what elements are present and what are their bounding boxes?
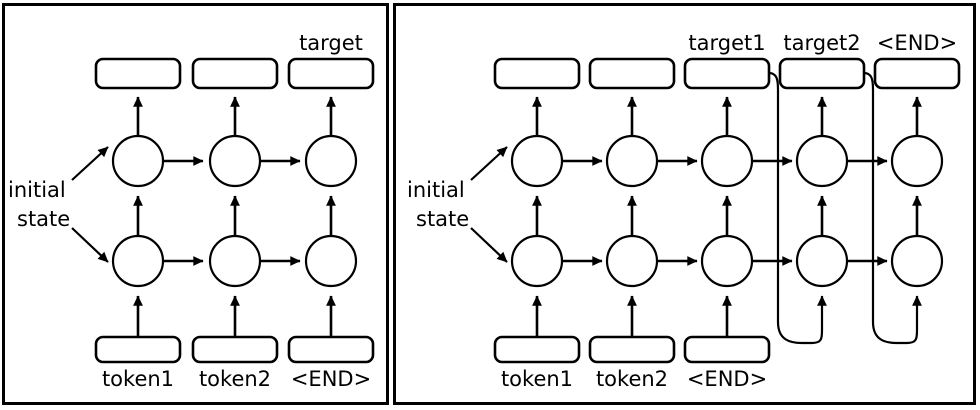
rnn-cell-bottom-left-0[interactable] [111,234,165,288]
output-box-right-0[interactable] [493,57,581,90]
rnn-cell-top-right-0[interactable] [510,134,564,188]
rnn-cell-top-left-0[interactable] [111,134,165,188]
output-box-right-3[interactable] [778,57,866,90]
output-label-right-4: <END> [877,31,957,55]
rnn-cell-bottom-right-0[interactable] [510,234,564,288]
input-box-left-0[interactable] [94,335,182,364]
input-box-right-1[interactable] [588,335,676,364]
output-label-right-2: target1 [688,31,765,55]
output-box-left-1[interactable] [191,57,279,90]
encoder-panel: target initial state [2,3,389,405]
initial-state-label-line2-right: state [416,207,469,231]
arrow-initial-state-bottom-right [470,227,508,263]
output-box-right-4[interactable] [873,57,961,90]
arrow-initial-state-bottom-left [71,227,109,263]
rnn-cell-bottom-right-3[interactable] [795,234,849,288]
initial-state-label-line2-left: state [17,207,70,231]
panel-border-left [2,3,389,405]
rnn-cell-top-right-2[interactable] [700,134,754,188]
input-box-left-2[interactable] [287,335,375,364]
output-box-left-0[interactable] [94,57,182,90]
rnn-cell-top-right-4[interactable] [890,134,944,188]
rnn-cell-bottom-right-4[interactable] [890,234,944,288]
rnn-cell-top-right-3[interactable] [795,134,849,188]
rnn-cell-bottom-right-2[interactable] [700,234,754,288]
input-label-right-1: token2 [596,367,668,391]
output-box-left-2[interactable] [287,57,375,90]
input-box-right-2[interactable] [683,335,771,364]
arrow-initial-state-top-right [470,146,508,181]
encoder-decoder-panel: target1 target2 <END> [393,3,976,405]
input-label-left-1: token2 [199,367,271,391]
output-box-right-2[interactable] [683,57,771,90]
rnn-cell-bottom-right-1[interactable] [605,234,659,288]
input-label-right-2: <END> [687,367,767,391]
rnn-cell-bottom-left-2[interactable] [304,234,358,288]
output-box-right-1[interactable] [588,57,676,90]
feedback-loop-right-2-to-3 [768,71,827,345]
input-label-left-0: token1 [102,367,174,391]
input-box-right-0[interactable] [493,335,581,364]
output-label-right-3: target2 [783,31,860,55]
arrow-initial-state-top-left [71,146,109,181]
rnn-cell-top-right-1[interactable] [605,134,659,188]
initial-state-label-line1-left: initial [8,178,66,202]
rnn-cell-top-left-1[interactable] [208,134,262,188]
initial-state-label-line1-right: initial [407,178,465,202]
input-label-right-0: token1 [501,367,573,391]
input-box-left-1[interactable] [191,335,279,364]
panel-border-right [393,3,976,405]
rnn-cell-bottom-left-1[interactable] [208,234,262,288]
rnn-cell-top-left-2[interactable] [304,134,358,188]
output-label-left-2: target [299,31,363,55]
input-label-left-2: <END> [291,367,371,391]
feedback-loop-right-3-to-4 [863,71,922,345]
